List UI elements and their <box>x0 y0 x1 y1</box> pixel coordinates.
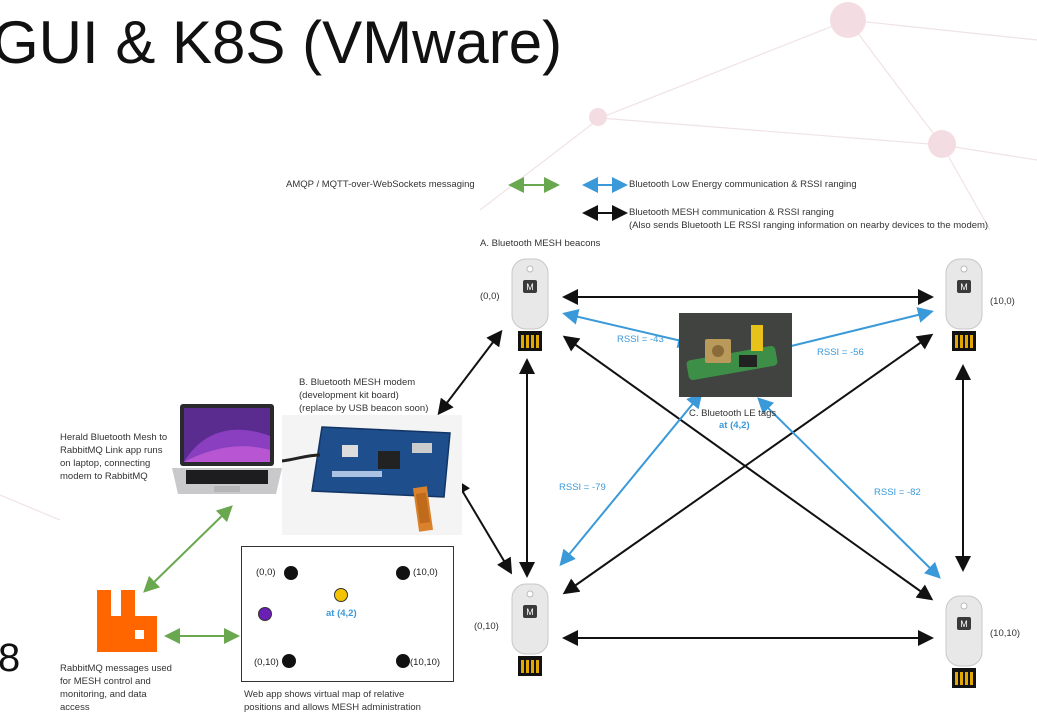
rssi-label-top-right: RSSI = -56 <box>817 347 864 358</box>
ble-arrow-tr <box>771 307 934 355</box>
svg-text:M: M <box>526 607 534 617</box>
webapp-caption-line2: positions and allows MESH administration <box>244 702 421 713</box>
rabbitmq-logo-icon <box>97 590 157 652</box>
webapp-map-panel[interactable]: (0,0) (10,0) at (4,2) (0,10) (10,10) <box>241 546 454 682</box>
map-node-tl[interactable] <box>284 566 298 580</box>
rssi-label-top-left: RSSI = -43 <box>617 334 664 345</box>
map-coord-bl: (0,10) <box>254 657 279 668</box>
rabbitmq-caption-line3: monitoring, and data <box>60 689 147 700</box>
map-tag-position: at (4,2) <box>326 608 357 619</box>
beacon-top-right-usb-beacon-icon: M <box>945 258 983 351</box>
beacon-bottom-left-usb-beacon-icon: M <box>511 583 549 676</box>
map-tag-yellow[interactable] <box>334 588 348 602</box>
map-tag-purple[interactable] <box>258 607 272 621</box>
laptop-caption-line2: RabbitMQ Link app runs <box>60 445 163 456</box>
modem-label-line1: B. Bluetooth MESH modem <box>299 377 416 388</box>
slide-title: GUI & K8S (VMware) <box>0 9 563 76</box>
ble-tag-label: C. Bluetooth LE tags <box>689 408 777 419</box>
beacon-top-left-usb-beacon-icon: M <box>511 258 549 351</box>
map-node-tr[interactable] <box>396 566 410 580</box>
ble-arrow-bl <box>559 391 703 567</box>
map-coord-br: (10,10) <box>410 657 441 668</box>
svg-text:M: M <box>526 282 534 292</box>
webapp-caption-line1: Web app shows virtual map of relative <box>244 689 405 700</box>
dev-board-icon <box>282 415 462 535</box>
mesh-arrow-modem-b <box>454 478 513 575</box>
laptop-icon <box>172 404 282 494</box>
laptop-caption-line3: on laptop, connecting <box>60 458 151 469</box>
ble-arrow-br <box>757 397 941 579</box>
beacon-bottom-right-usb-beacon-icon: M <box>945 595 983 688</box>
laptop-caption-line1: Herald Bluetooth Mesh to <box>60 432 168 443</box>
ble-tag-photo-icon <box>679 313 792 397</box>
map-coord-tr: (10,0) <box>413 567 438 578</box>
modem-label-line3: (replace by USB beacon soon) <box>299 403 429 414</box>
beacons-section-label: A. Bluetooth MESH beacons <box>480 238 601 249</box>
rssi-label-bottom-right: RSSI = -82 <box>874 487 921 498</box>
legend-ble-label: Bluetooth Low Energy communication & RSS… <box>629 179 857 190</box>
rabbitmq-caption-line2: for MESH control and <box>60 676 151 687</box>
slide-side-fragment: 8 <box>0 636 21 680</box>
rabbitmq-caption-line1: RabbitMQ messages used <box>60 663 172 674</box>
map-coord-tl: (0,0) <box>256 567 276 578</box>
svg-text:M: M <box>960 619 968 629</box>
beacon-bottom-right-coord: (10,10) <box>990 628 1021 639</box>
rssi-label-bottom-left: RSSI = -79 <box>559 482 606 493</box>
legend-amqp-label: AMQP / MQTT-over-WebSockets messaging <box>286 179 475 190</box>
map-node-br[interactable] <box>396 654 410 668</box>
svg-text:M: M <box>960 282 968 292</box>
legend-mesh-note: (Also sends Bluetooth LE RSSI ranging in… <box>629 220 989 231</box>
laptop-caption-line4: modem to RabbitMQ <box>60 471 148 482</box>
ble-arrow-tl <box>562 308 694 349</box>
map-node-bl[interactable] <box>282 654 296 668</box>
beacon-bottom-left-coord: (0,10) <box>474 621 499 632</box>
ble-tag-position: at (4,2) <box>719 420 750 431</box>
legend-mesh-label: Bluetooth MESH communication & RSSI rang… <box>629 207 834 218</box>
beacon-top-right-coord: (10,0) <box>990 296 1015 307</box>
amqp-arrow-laptop-rabbit <box>143 505 233 593</box>
mesh-arrow-modem-a <box>437 329 503 416</box>
modem-label-line2: (development kit board) <box>299 390 399 401</box>
rabbitmq-caption-line4: access <box>60 702 90 713</box>
beacon-top-left-coord: (0,0) <box>480 291 500 302</box>
